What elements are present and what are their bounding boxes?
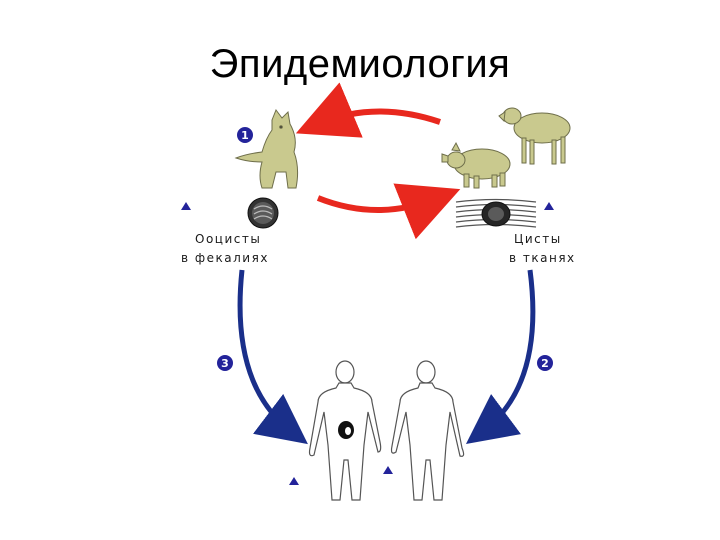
cat-icon	[236, 110, 298, 188]
step-2-marker: 2	[537, 355, 553, 371]
red-arrow-to-livestock	[318, 198, 438, 210]
warning-triangle-icon	[181, 202, 191, 210]
red-arrow-to-cat	[318, 111, 440, 124]
oocyst-icon	[248, 198, 278, 228]
fetus-icon	[338, 421, 354, 439]
cysts-label-line2: в тканях	[509, 251, 576, 265]
step-3-marker: 3	[217, 355, 233, 371]
warning-triangle-icon	[289, 477, 299, 485]
pig-icon	[442, 143, 510, 188]
warning-triangle-icon	[383, 466, 393, 474]
sheep-icon	[499, 108, 570, 164]
warning-triangle-icon	[544, 202, 554, 210]
step-3-number: 3	[221, 357, 229, 370]
cysts-label-line1: Цисты	[514, 232, 562, 246]
human-figure-icon	[392, 361, 464, 500]
oocysts-label-line2: в фекалиях	[181, 251, 269, 265]
step-1-marker: 1	[237, 127, 253, 143]
blue-arrow-oocysts-to-human	[240, 270, 292, 432]
oocysts-label-line1: Ооцисты	[195, 232, 261, 246]
blue-arrow-cysts-to-human	[482, 270, 533, 432]
step-2-number: 2	[541, 357, 549, 370]
tissue-cyst-icon	[456, 200, 536, 228]
step-1-number: 1	[241, 129, 249, 142]
